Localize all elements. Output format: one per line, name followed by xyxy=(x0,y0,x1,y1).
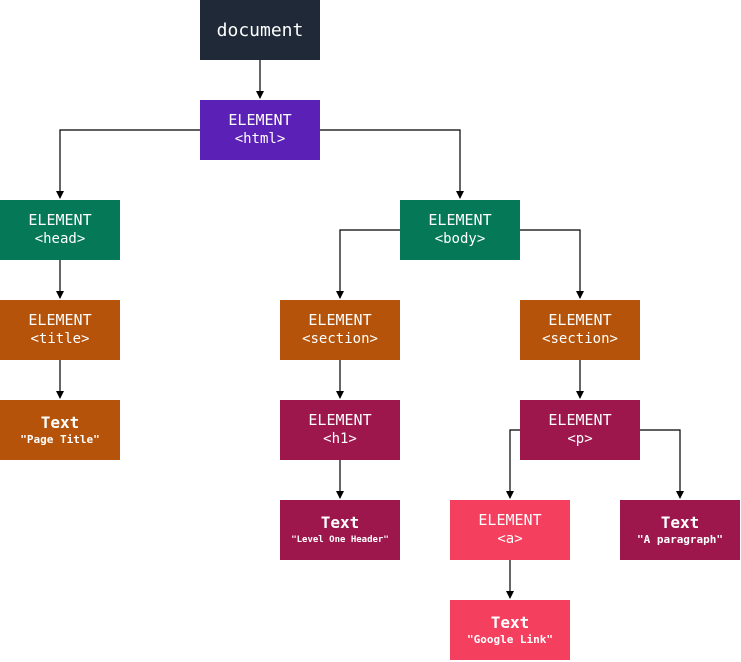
node-h1-type: ELEMENT xyxy=(308,411,372,429)
edge-html-head xyxy=(56,129,200,199)
node-p-text: Text "A paragraph" xyxy=(620,500,740,560)
node-section-2: ELEMENT <section> xyxy=(520,300,640,360)
node-title-text-type: Text xyxy=(40,412,80,432)
edge-body-section2 xyxy=(520,229,584,299)
node-a-tag: <a> xyxy=(497,531,523,547)
node-document: document xyxy=(200,0,320,60)
node-title-type: ELEMENT xyxy=(28,311,92,329)
node-p-text-value: "A paragraph" xyxy=(636,532,724,546)
node-h1: ELEMENT <h1> xyxy=(280,400,400,460)
node-a: ELEMENT <a> xyxy=(450,500,570,560)
node-a-text-value: "Google Link" xyxy=(466,632,554,646)
edge-p-a xyxy=(506,429,520,499)
node-p: ELEMENT <p> xyxy=(520,400,640,460)
node-head-type: ELEMENT xyxy=(28,211,92,229)
node-section-1-type: ELEMENT xyxy=(308,311,372,329)
node-document-label: document xyxy=(216,19,304,41)
node-a-text-type: Text xyxy=(490,612,530,632)
node-section-1: ELEMENT <section> xyxy=(280,300,400,360)
node-p-type: ELEMENT xyxy=(548,411,612,429)
node-a-text: Text "Google Link" xyxy=(450,600,570,660)
node-h1-text-type: Text xyxy=(320,512,360,532)
node-body: ELEMENT <body> xyxy=(400,200,520,260)
node-title-tag: <title> xyxy=(30,331,90,347)
edge-html-body xyxy=(320,129,464,199)
node-head-tag: <head> xyxy=(34,231,86,247)
node-h1-tag: <h1> xyxy=(323,431,357,447)
node-body-tag: <body> xyxy=(434,231,486,247)
node-title-text-value: "Page Title" xyxy=(20,432,100,446)
node-body-type: ELEMENT xyxy=(428,211,492,229)
node-title-text: Text "Page Title" xyxy=(0,400,120,460)
node-h1-text-value: "Level One Header" xyxy=(291,534,389,545)
node-section-2-type: ELEMENT xyxy=(548,311,612,329)
node-section-2-tag: <section> xyxy=(542,331,618,347)
node-html-type: ELEMENT xyxy=(228,111,292,129)
node-h1-text: Text "Level One Header" xyxy=(280,500,400,560)
edge-p-text xyxy=(640,429,684,499)
node-p-text-type: Text xyxy=(660,512,700,532)
node-section-1-tag: <section> xyxy=(302,331,378,347)
node-head: ELEMENT <head> xyxy=(0,200,120,260)
node-a-type: ELEMENT xyxy=(478,511,542,529)
node-html: ELEMENT <html> xyxy=(200,100,320,160)
node-p-tag: <p> xyxy=(567,431,593,447)
node-html-tag: <html> xyxy=(234,131,286,147)
edge-body-section1 xyxy=(336,229,400,299)
node-title: ELEMENT <title> xyxy=(0,300,120,360)
